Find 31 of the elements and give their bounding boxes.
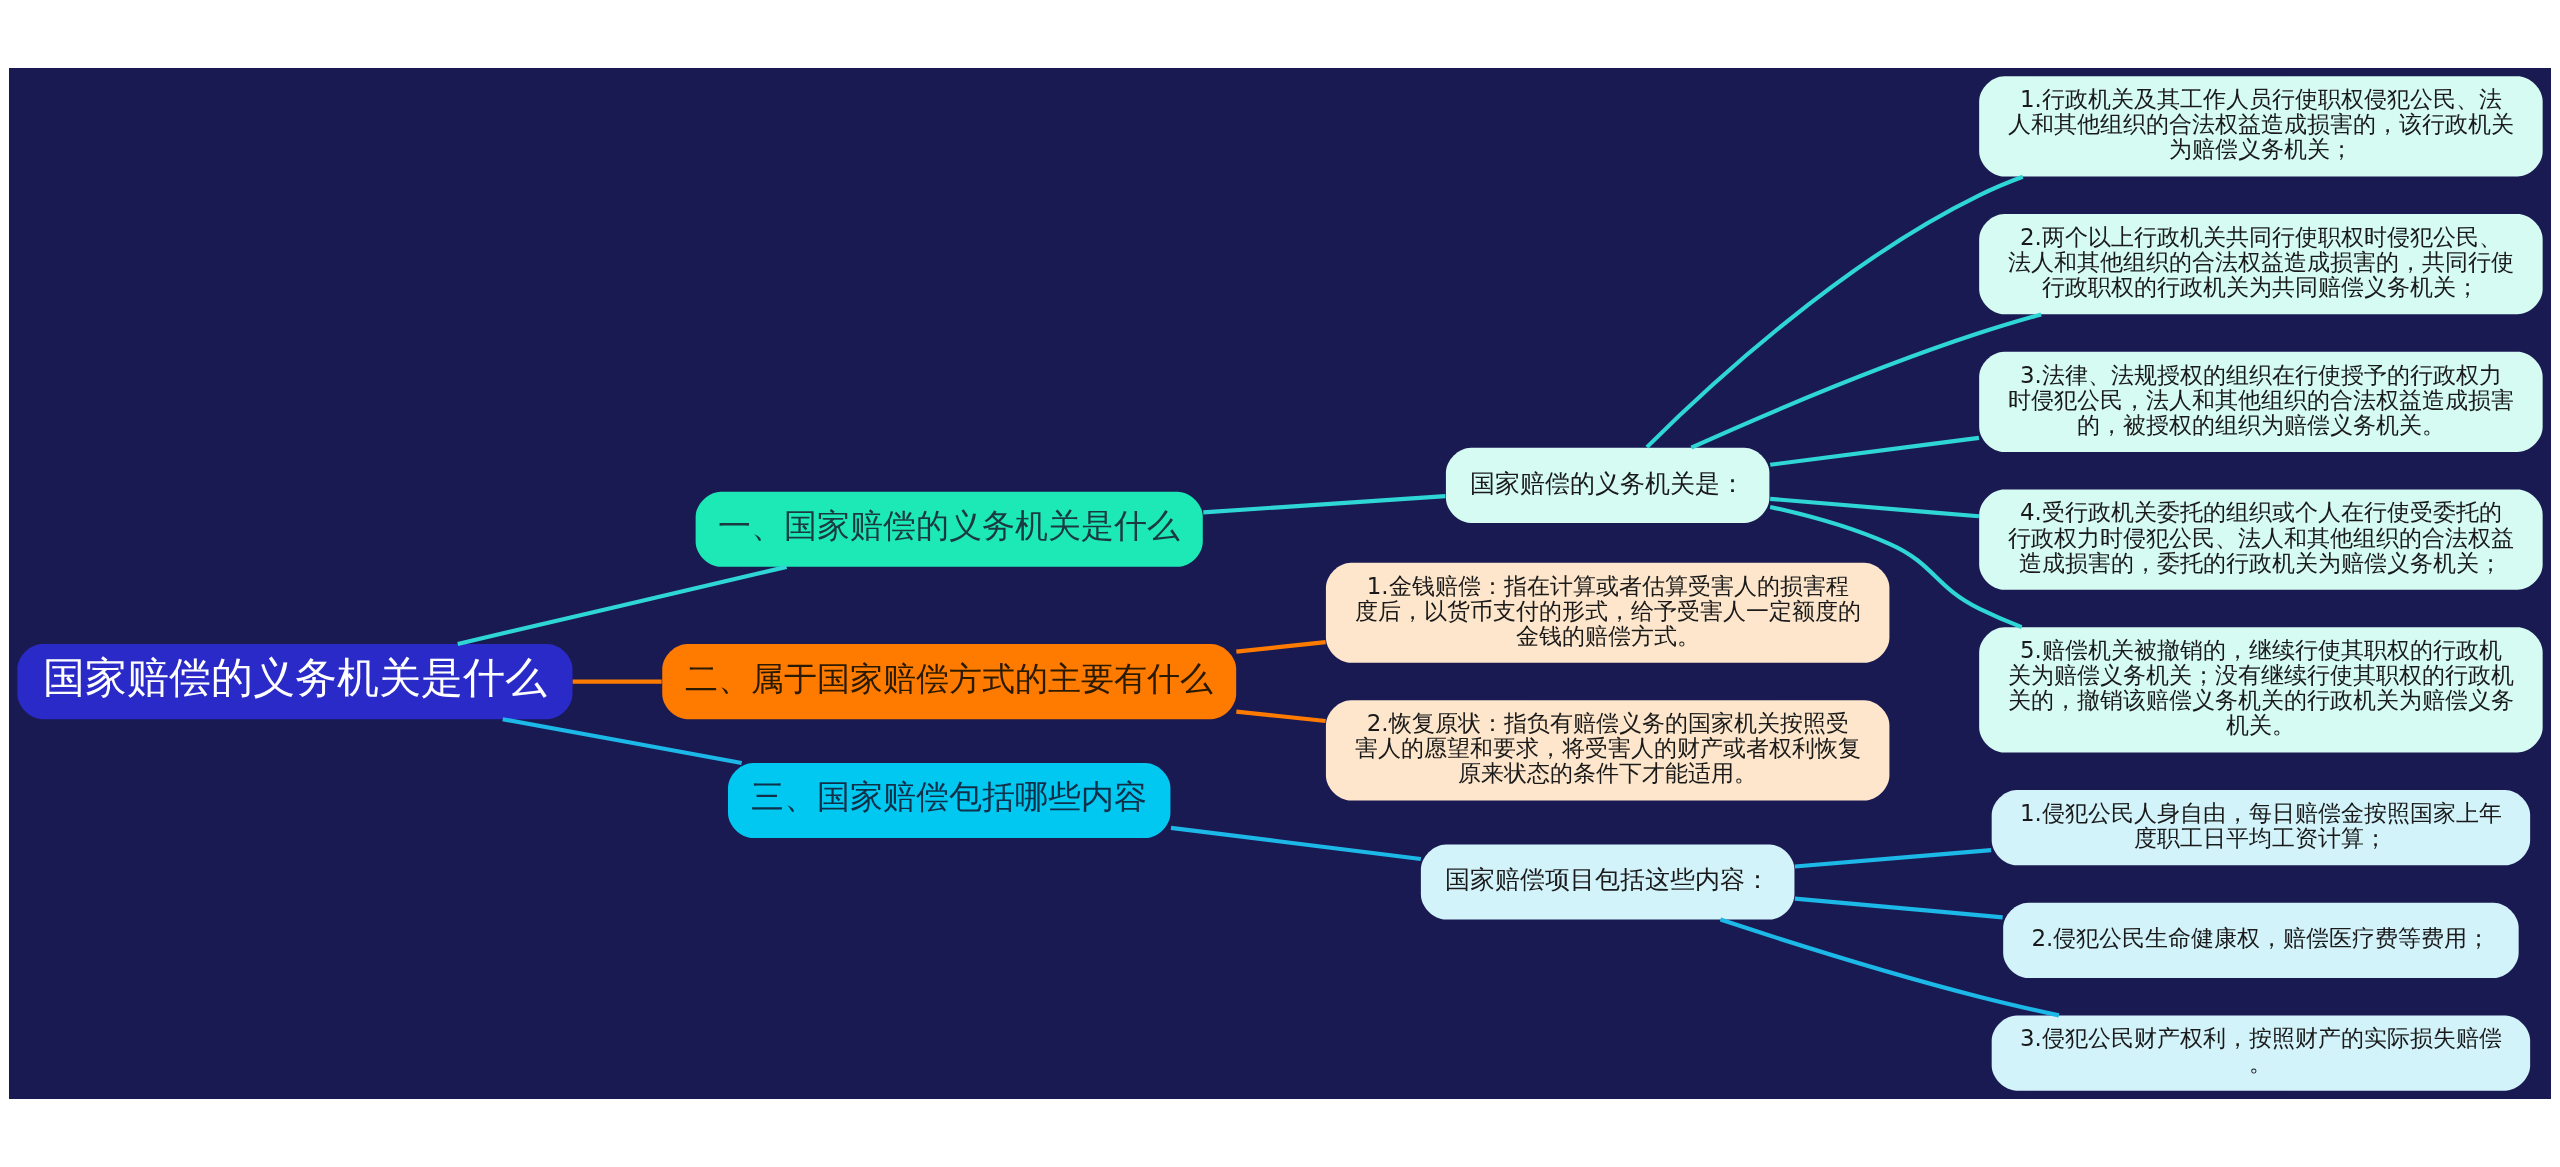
node-box: 2.恢复原状：指负有赔偿义务的国家机关按照受害人的愿望和要求，将受害人的财产或者权利恢复原来状态的条件下才能适用。 [1325, 700, 1890, 801]
connector [1770, 496, 1980, 519]
connector [1794, 848, 1992, 869]
connector [502, 717, 743, 765]
node-box: 5.赔偿机关被撤销的，继续行使其职权的行政机关为赔偿义务机关；没有继续行使其职权的行政机关的，撤销该赔偿义务机关的行政机关为赔偿义务机关。 [1979, 627, 2543, 753]
connector [1769, 504, 2023, 630]
connector [1794, 896, 2003, 920]
node-box: 一、国家赔偿的义务机关是什么 [695, 491, 1203, 567]
node-box: 国家赔偿的义务机关是： [1445, 447, 1770, 523]
connector [1719, 917, 2060, 1018]
connector [1690, 312, 2042, 450]
connector [1236, 709, 1326, 724]
node-box: 1.侵犯公民人身自由，每日赔偿金按照国家上年度职工日平均工资计算； [1991, 790, 2531, 866]
connector [1769, 435, 1980, 467]
node-box: 3.侵犯公民财产权利，按照财产的实际损失赔偿。 [1991, 1015, 2531, 1091]
node-box: 1.金钱赔偿：指在计算或者估算受害人的损害程度后，以货币支付的形式，给予受害人一定额度的金钱的赔偿方式。 [1325, 562, 1890, 663]
connector [1170, 825, 1422, 862]
node-box: 4.受行政机关委托的组织或个人在行使受委托的行政权力时侵犯公民、法人和其他组织的合法权益造成损害的，委托的行政机关为赔偿义务机关； [1979, 489, 2543, 590]
connector [1236, 640, 1326, 654]
connector [1645, 174, 2024, 449]
node-box: 3.法律、法规授权的组织在行使授予的行政权力时侵犯公民，法人和其他组织的合法权益造成损害的，被授权的组织为赔偿义务机关。 [1979, 351, 2543, 452]
node-box: 2.两个以上行政机关共同行使职权时侵犯公民、法人和其他组织的合法权益造成损害的，共同行使行政职权的行政机关为共同赔偿义务机关； [1979, 214, 2543, 315]
node-box: 二、属于国家赔偿方式的主要有什么 [662, 644, 1237, 720]
connector [572, 679, 662, 684]
node-box: 三、国家赔偿包括哪些内容 [728, 763, 1171, 839]
connector [457, 564, 788, 646]
node-box: 国家赔偿的义务机关是什么 [17, 644, 573, 720]
node-box: 1.行政机关及其工作人员行使职权侵犯公民、法人和其他组织的合法权益造成损害的，该行政机关为赔偿义务机关； [1979, 76, 2543, 177]
node-box: 国家赔偿项目包括这些内容： [1420, 844, 1795, 920]
connector [1203, 494, 1446, 515]
node-box: 2.侵犯公民生命健康权，赔偿医疗费等费用； [2003, 902, 2519, 978]
